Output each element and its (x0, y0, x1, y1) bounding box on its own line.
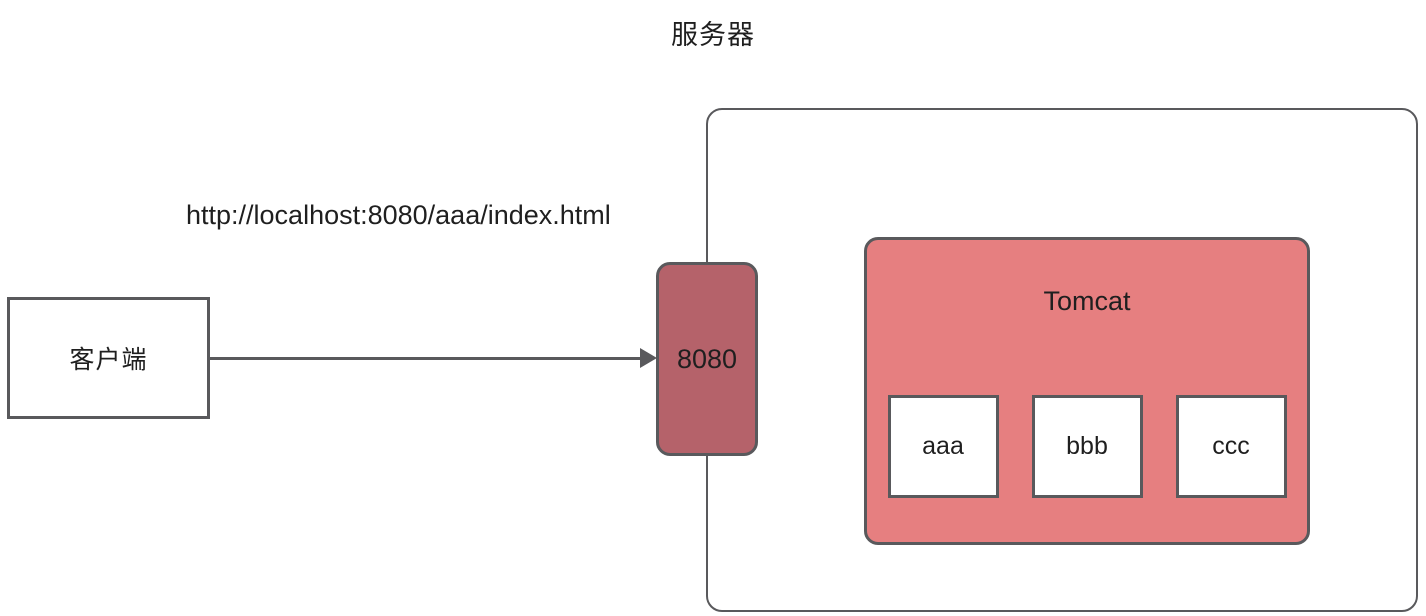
request-arrow-line (210, 357, 644, 360)
tomcat-label: Tomcat (1043, 286, 1131, 316)
client-box: 客户端 (7, 297, 210, 419)
request-arrow-head-icon (640, 348, 657, 368)
app-box-bbb: bbb (1031, 395, 1143, 498)
request-url-label: http://localhost:8080/aaa/index.html (186, 200, 611, 230)
client-label: 客户端 (69, 346, 148, 374)
port-box: 8080 (656, 262, 758, 456)
app-label: aaa (922, 432, 964, 460)
app-box-aaa: aaa (887, 395, 999, 498)
app-label: ccc (1212, 432, 1250, 460)
app-box-ccc: ccc (1175, 395, 1287, 498)
server-title: 服务器 (671, 20, 755, 50)
port-label: 8080 (676, 343, 738, 374)
tomcat-box: Tomcat aaa bbb ccc (864, 237, 1310, 545)
tomcat-apps-row: aaa bbb ccc (867, 395, 1307, 498)
app-label: bbb (1066, 432, 1108, 460)
